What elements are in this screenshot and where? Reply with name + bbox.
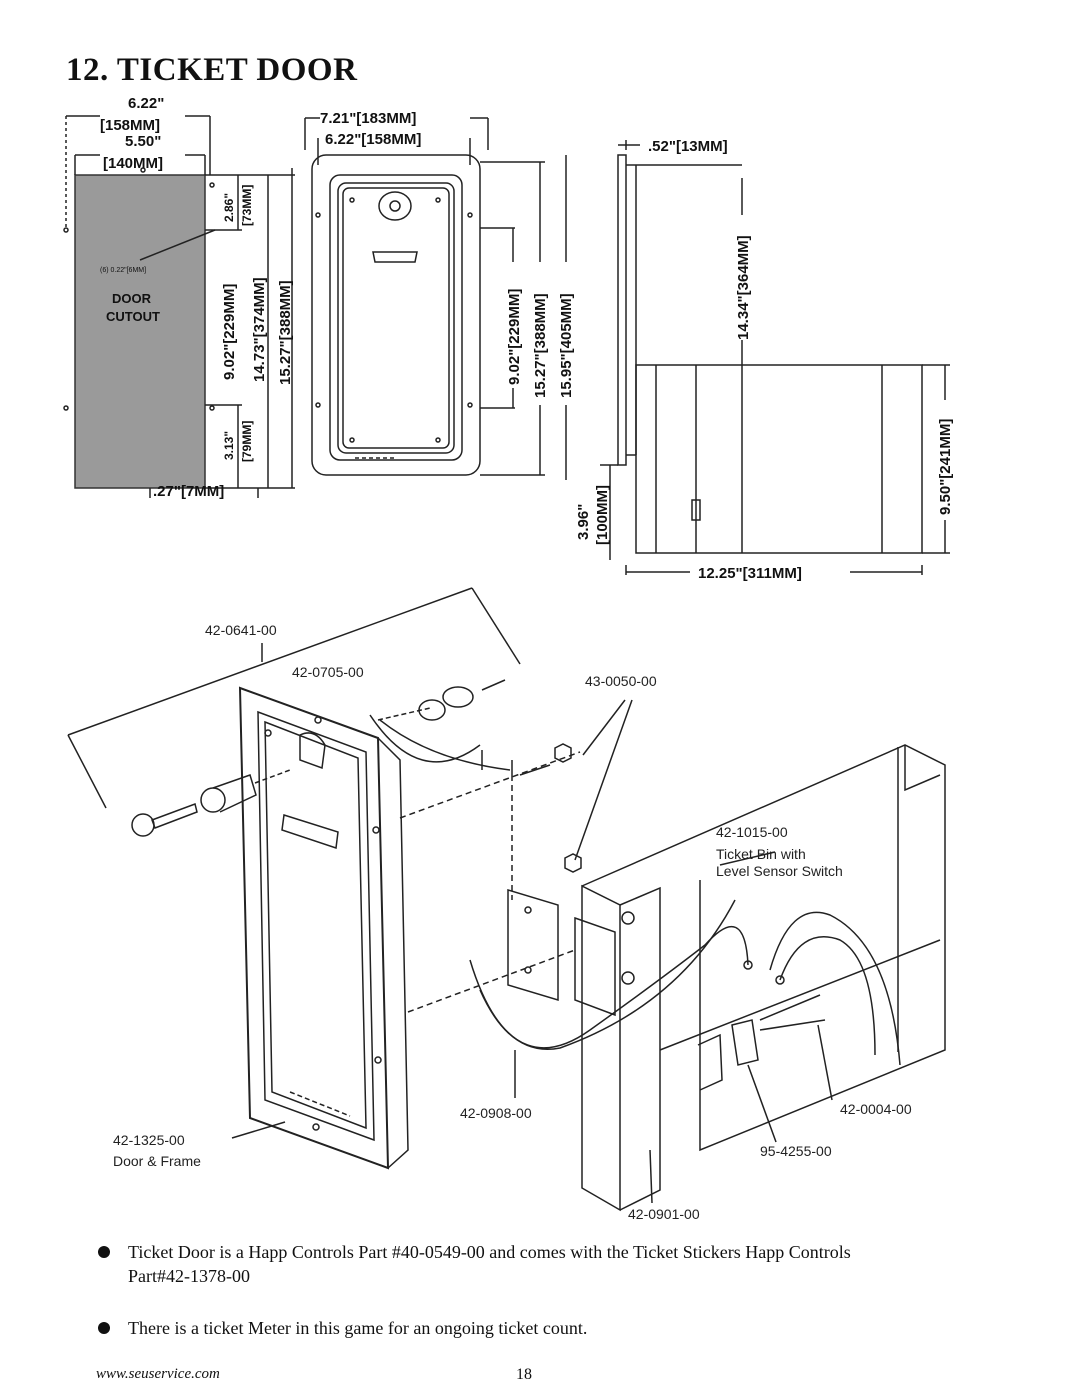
cutout-height-3: 15.27"[388MM] [277,280,294,385]
cutout-top-offset: 2.86" [222,193,236,222]
cutout-flange: .27"[7MM] [153,483,224,500]
cutout-hole-note: (6) 0.22"[6MM] [100,267,146,274]
part-label-42-0004: 42-0004-00 [840,1101,912,1117]
part-label-42-0705: 42-0705-00 [292,664,364,680]
page-title: 12. TICKET DOOR [66,52,358,88]
part-desc-level-sensor: Level Sensor Switch [716,863,843,879]
front-height-3: 15.95"[405MM] [558,293,575,398]
part-desc-door-frame: Door & Frame [113,1153,201,1169]
cutout-inner-in: 5.50" [125,133,161,150]
part-label-42-0908: 42-0908-00 [460,1105,532,1121]
front-outer-width: 7.21"[183MM] [320,110,416,127]
part-label-42-0901: 42-0901-00 [628,1206,700,1222]
cutout-height-1: 9.02"[229MM] [221,284,238,380]
bullet-text: There is a ticket Meter in this game for… [128,1318,588,1338]
bullet-icon [98,1246,110,1258]
front-height-1: 9.02"[229MM] [506,289,523,385]
door-front-view [304,117,567,480]
cutout-label-2: CUTOUT [106,309,160,324]
door-side-view [600,140,950,575]
cutout-width-in: 6.22" [128,95,164,112]
cutout-bottom-offset: 3.13" [222,431,236,460]
page-number: 18 [516,1366,532,1383]
side-bin-height: 9.50"[241MM] [937,419,954,515]
cutout-height-2: 14.73"[374MM] [251,277,268,382]
cutout-top-offset-mm: [73MM] [240,185,254,226]
cutout-width-mm: [158MM] [100,117,160,134]
side-flange-depth: .52"[13MM] [648,138,728,155]
cutout-label-1: DOOR [112,291,152,306]
part-desc-ticket-bin: Ticket Bin with [716,846,806,862]
front-height-2: 15.27"[388MM] [532,293,549,398]
footer-url: www.seuservice.com [96,1366,220,1382]
bullet-icon [98,1322,110,1334]
door-cutout-drawing [63,115,295,498]
cutout-inner-mm: [140MM] [103,155,163,172]
side-bottom-in: 3.96" [575,504,592,540]
part-label-42-0641: 42-0641-00 [205,622,277,638]
bullet-text: Ticket Door is a Happ Controls Part #40-… [128,1242,851,1286]
part-label-43-0050: 43-0050-00 [585,673,657,689]
part-label-42-1015: 42-1015-00 [716,824,788,840]
side-upper-height: 14.34"[364MM] [735,235,752,340]
part-label-95-4255: 95-4255-00 [760,1143,832,1159]
part-label-42-1325: 42-1325-00 [113,1132,185,1148]
cutout-bottom-offset-mm: [79MM] [240,421,254,462]
front-inner-width: 6.22"[158MM] [325,131,421,148]
side-bottom-mm: [100MM] [594,485,611,545]
side-depth: 12.25"[311MM] [698,565,802,582]
exploded-view [67,587,946,1212]
